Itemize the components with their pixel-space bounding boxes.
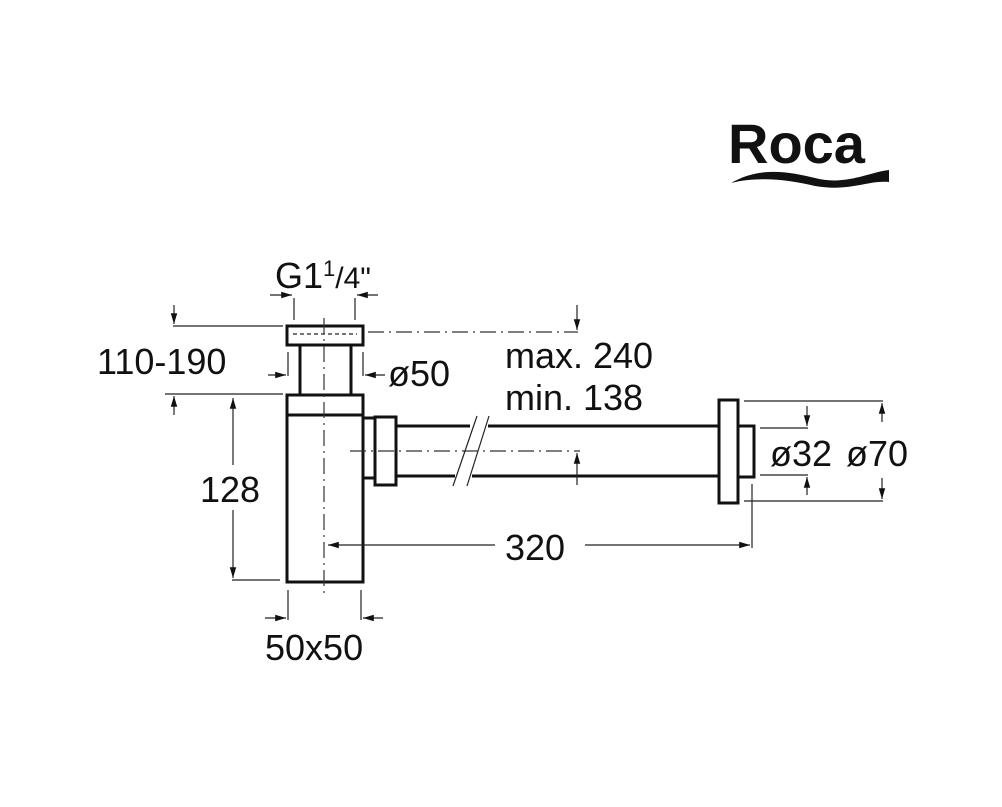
horizontal-length-label: 320 [505, 527, 565, 568]
min-length-label: min. 138 [505, 377, 643, 418]
body-height-label: 128 [200, 469, 260, 510]
outlet-pipe [350, 398, 756, 505]
height-range-label: 110-190 [97, 341, 226, 382]
outlet-diameter-label: ø32 [770, 433, 832, 474]
thread-label: G11/4" [275, 255, 371, 296]
max-length-label: max. 240 [505, 335, 653, 376]
trap-body [285, 318, 365, 595]
neck-diameter-label: ø50 [388, 353, 450, 394]
body-section-label: 50x50 [265, 627, 363, 668]
dimension-lines [165, 291, 886, 622]
logo-text: Roca [728, 112, 866, 175]
flange-diameter-label: ø70 [846, 433, 908, 474]
roca-logo: Roca [728, 112, 889, 188]
